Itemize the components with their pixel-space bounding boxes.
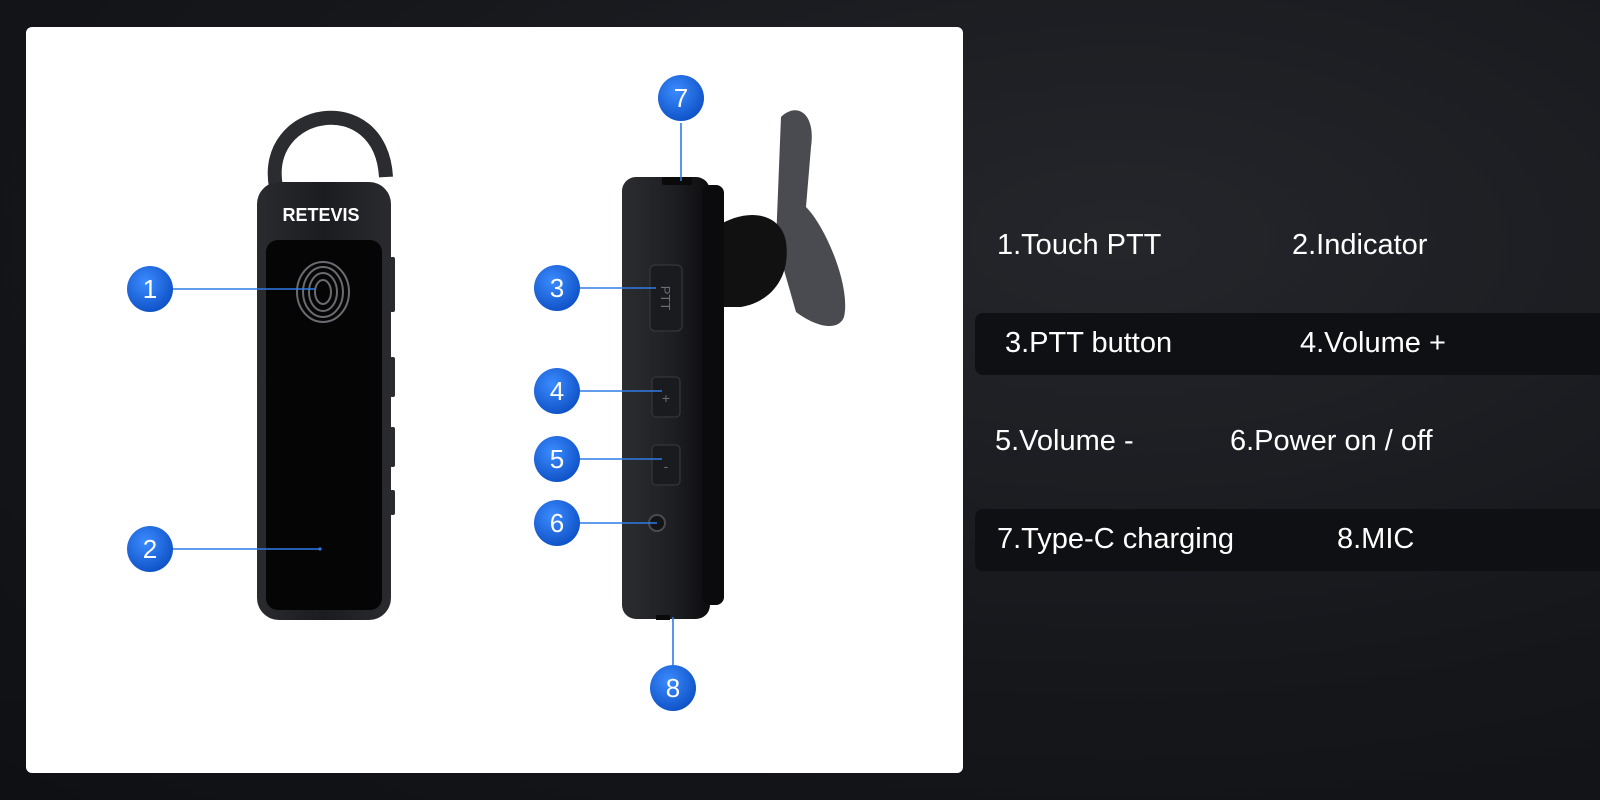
svg-text:1: 1: [143, 274, 157, 304]
callout-badge-8: 8: [650, 665, 696, 711]
speaker-cone: [716, 215, 787, 307]
callout-badge-7: 7: [658, 75, 704, 121]
callout-badge-6: 6: [534, 500, 580, 546]
legend-row-1: 1.Touch PTT 2.Indicator: [975, 215, 1600, 277]
product-photo-panel: RETEVIS PTT + -: [26, 27, 963, 773]
side-view-device: PTT + -: [622, 110, 846, 620]
svg-text:6: 6: [550, 508, 564, 538]
front-glass-panel: [266, 240, 382, 610]
legend-item-volume-down: 5.Volume -: [995, 425, 1134, 457]
side-back-shell: [702, 185, 724, 605]
legend-item-indicator: 2.Indicator: [1292, 229, 1428, 261]
mic-hole: [656, 615, 670, 620]
legend-item-power: 6.Power on / off: [1230, 425, 1433, 457]
ear-gel: [776, 110, 846, 327]
legend-row-3: 5.Volume - 6.Power on / off: [975, 411, 1600, 473]
svg-text:3: 3: [550, 273, 564, 303]
svg-text:2: 2: [143, 534, 157, 564]
volume-up-button: [651, 376, 681, 418]
callout-badge-4: 4: [534, 368, 580, 414]
fingerprint-icon: [296, 261, 350, 323]
legend-row-2: 3.PTT button 4.Volume +: [975, 313, 1600, 375]
earpiece-illustration: RETEVIS PTT + -: [127, 75, 846, 711]
legend-item-ptt-button: 3.PTT button: [1005, 327, 1173, 359]
brand-logo: RETEVIS: [282, 205, 359, 225]
svg-text:5: 5: [550, 444, 564, 474]
ptt-button: [649, 264, 683, 332]
volume-down-button: [651, 444, 681, 486]
svg-text:7: 7: [674, 83, 688, 113]
type-c-port: [662, 177, 692, 185]
legend-row-4: 7.Type-C charging 8.MIC: [975, 509, 1600, 571]
front-side-key-b: [390, 357, 395, 397]
legend-item-mic: 8.MIC: [1337, 523, 1415, 555]
legend-item-touch-ptt: 1.Touch PTT: [997, 229, 1162, 261]
volume-up-label: +: [662, 390, 670, 406]
front-side-key-a: [390, 257, 395, 312]
callout-badge-1: 1: [127, 266, 173, 312]
front-side-key-c: [390, 427, 395, 467]
svg-text:4: 4: [550, 376, 564, 406]
legend-item-volume-up: 4.Volume +: [1300, 327, 1446, 359]
front-side-key-d: [390, 490, 395, 515]
callout-badge-2: 2: [127, 526, 173, 572]
svg-text:8: 8: [666, 673, 680, 703]
leader-lines: [170, 123, 682, 667]
legend-item-type-c: 7.Type-C charging: [997, 523, 1234, 555]
ear-hook-loop: [267, 110, 393, 189]
callout-badge-3: 3: [534, 265, 580, 311]
ptt-button-label: PTT: [658, 286, 673, 311]
callout-badge-5: 5: [534, 436, 580, 482]
front-view-device: RETEVIS: [257, 110, 395, 620]
volume-down-label: -: [664, 458, 669, 474]
